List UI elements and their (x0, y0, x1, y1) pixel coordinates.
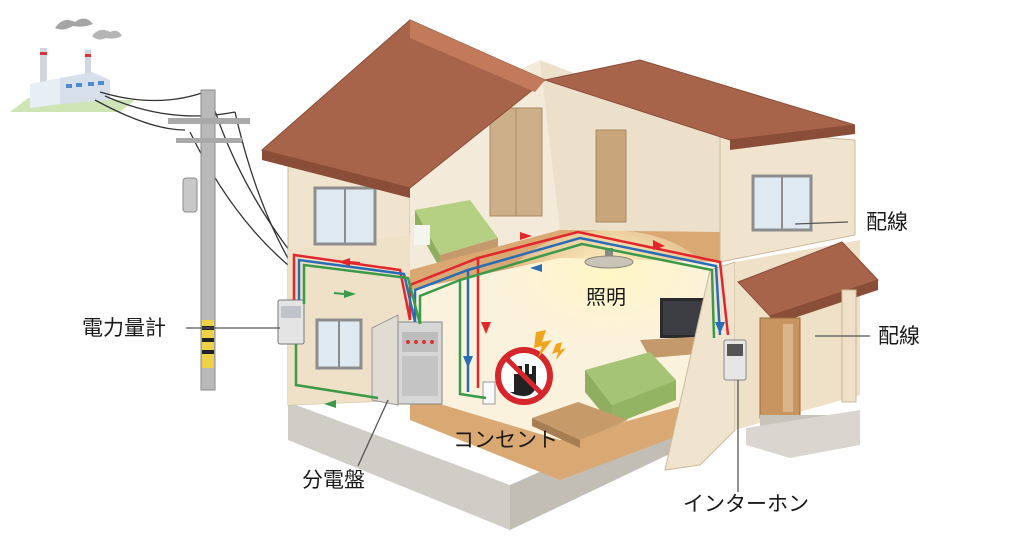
front-door (759, 317, 801, 419)
outlet (482, 381, 496, 405)
wiring-label-upper: 配線 (866, 210, 908, 234)
distribution-panel (371, 314, 443, 406)
meter-label: 電力量計 (82, 316, 166, 340)
electric-meter (277, 299, 305, 345)
outlet-label: コンセント (453, 428, 558, 452)
leader-lines (186, 221, 870, 492)
intercom-unit (723, 339, 747, 381)
panel-label: 分電盤 (302, 468, 365, 492)
foundation (288, 402, 510, 530)
sofa (585, 352, 676, 425)
power-lines (94, 89, 296, 266)
electric-spark-icon (534, 330, 566, 360)
flow-arrows (324, 232, 725, 408)
intercom-label: インターホン (683, 492, 809, 516)
lighting-label: 照明 (586, 285, 626, 309)
window (313, 186, 377, 370)
door (595, 129, 627, 223)
utility-pole-icon (168, 89, 250, 391)
factory-icon (10, 18, 135, 112)
no-touch-hand-icon (495, 347, 553, 405)
ceiling-light-icon (584, 248, 634, 269)
wiring-green (294, 242, 716, 400)
coffee-table (532, 402, 628, 448)
wiring-label-lower: 配線 (878, 324, 920, 348)
wiring-blue (297, 236, 722, 392)
